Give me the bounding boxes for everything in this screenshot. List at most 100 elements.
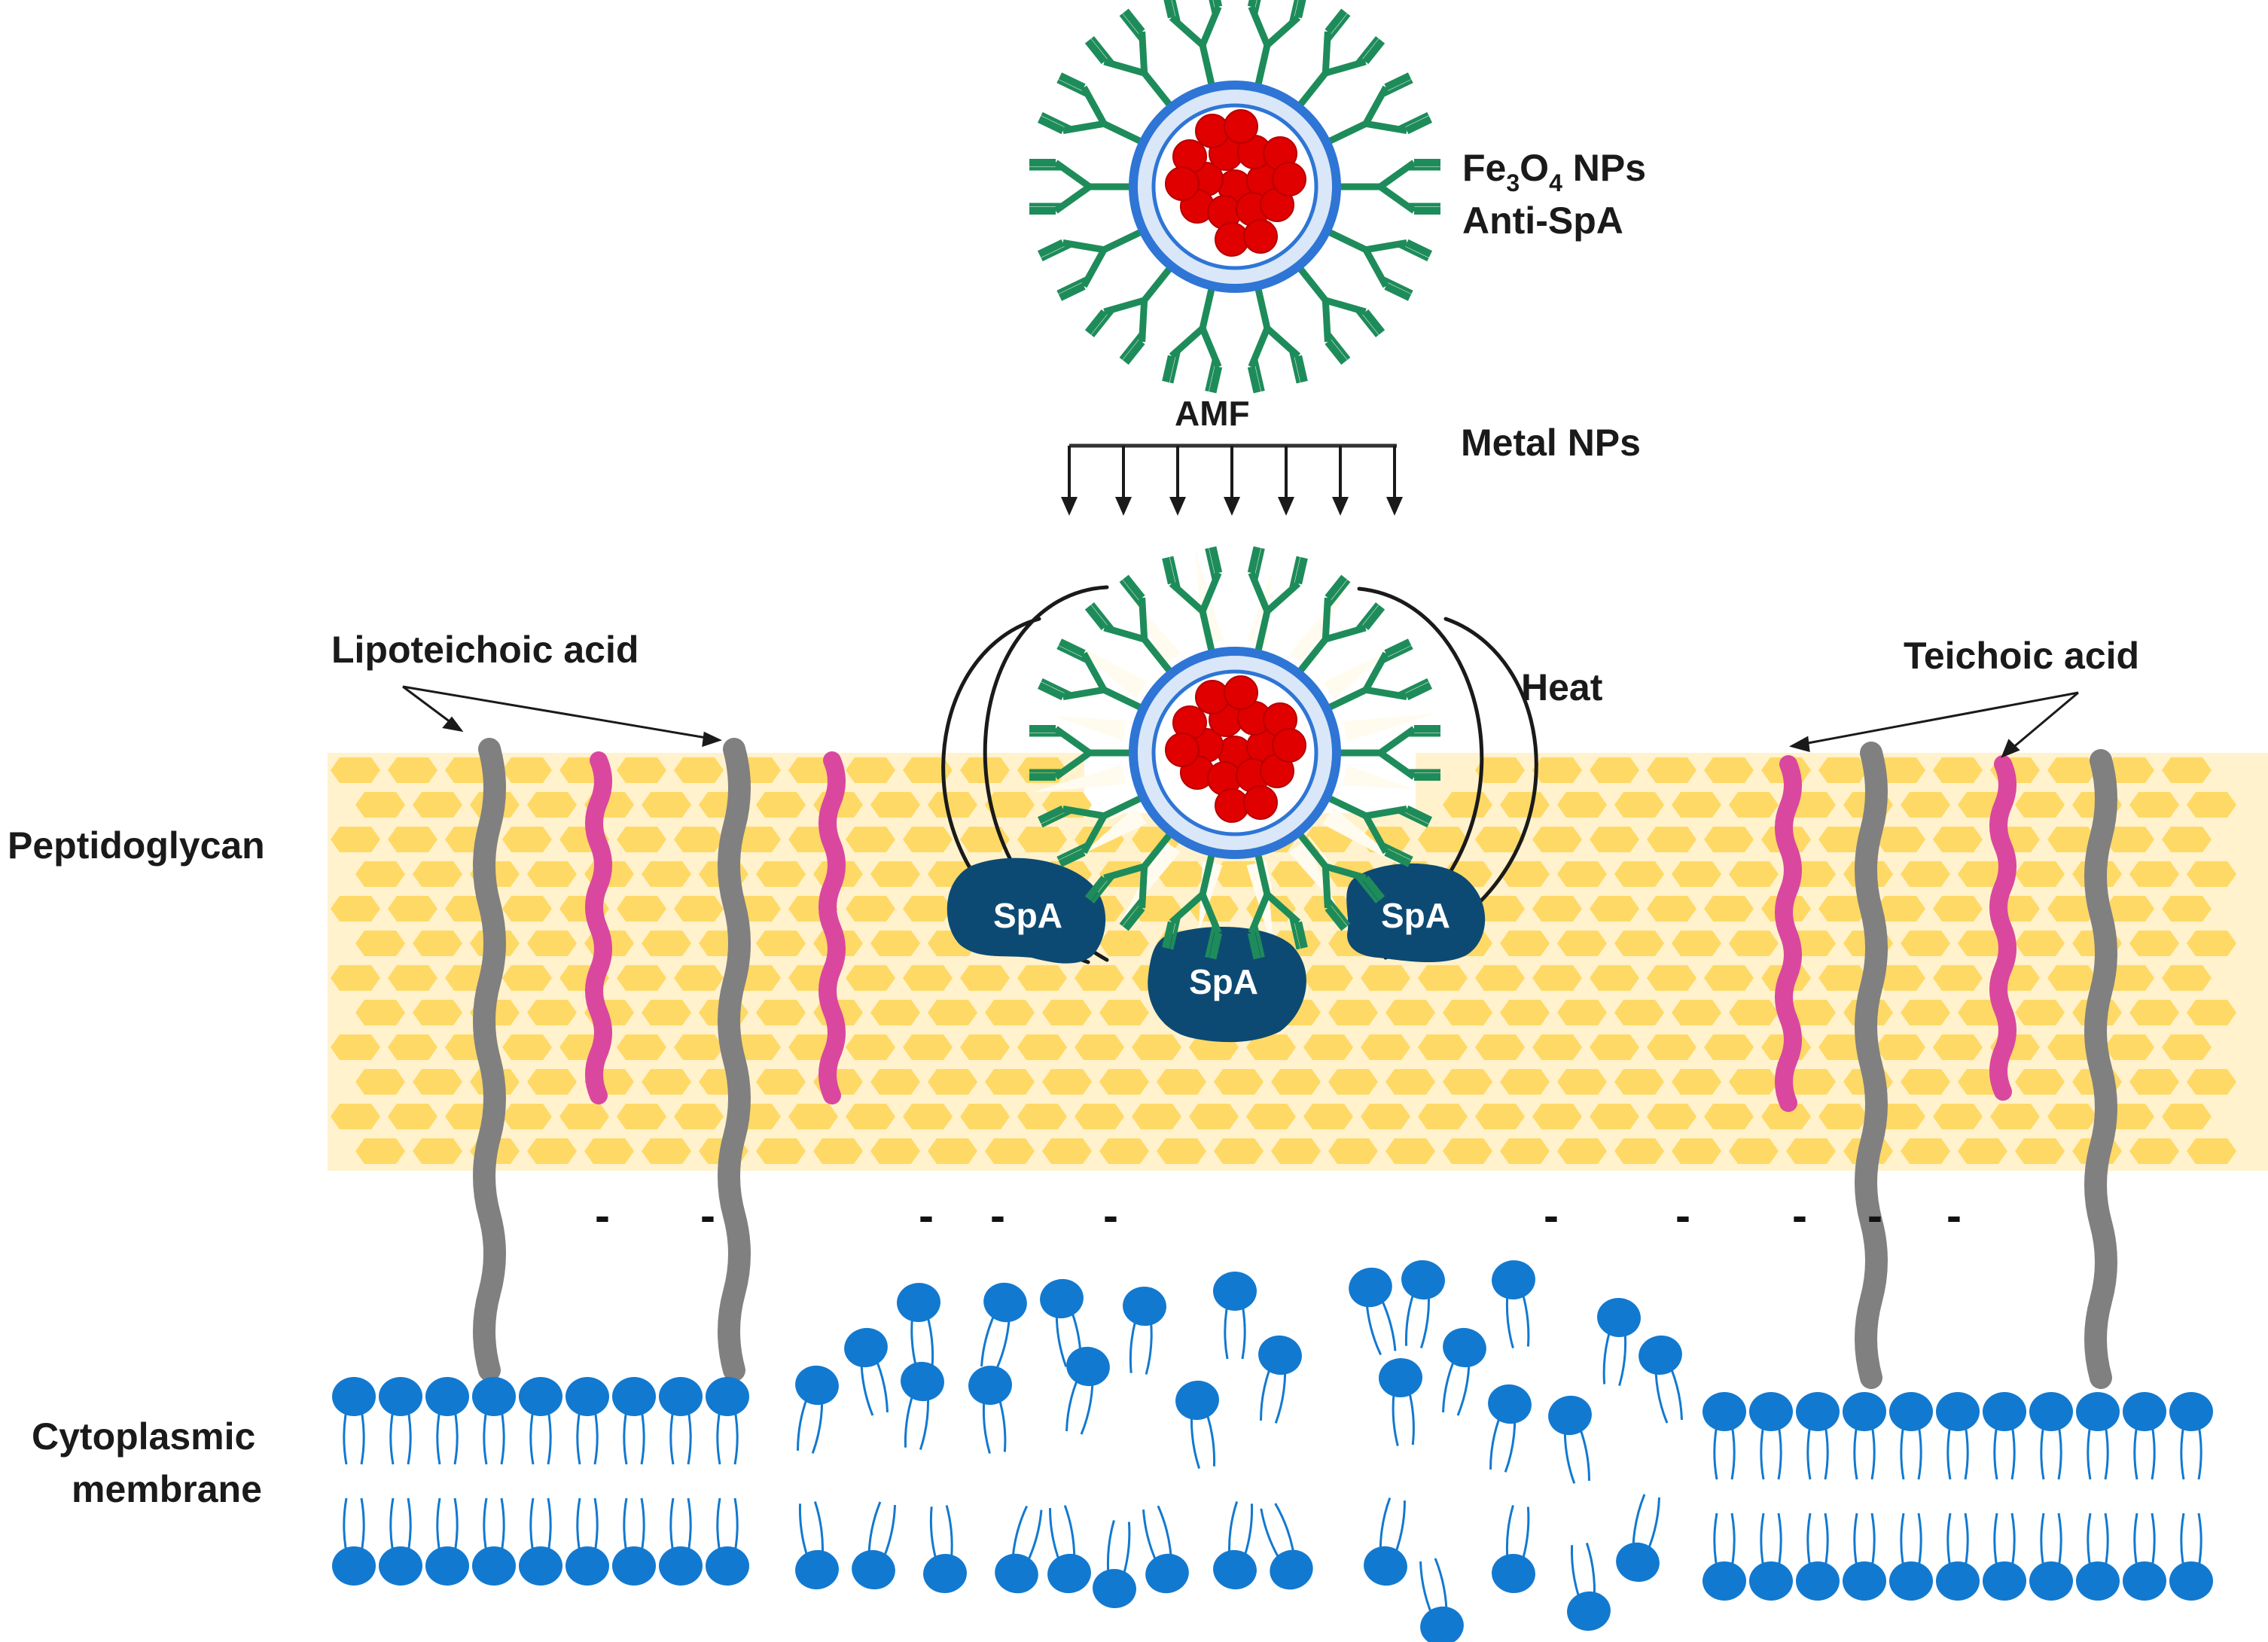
antibody-fab — [1362, 38, 1385, 64]
heat-burst-ray — [1053, 716, 1127, 741]
peptidoglycan-unit — [1590, 1034, 1639, 1060]
arrow-down-icon — [1386, 497, 1403, 516]
peptidoglycan-unit — [674, 827, 724, 852]
peptidoglycan-unit — [642, 861, 691, 887]
peptidoglycan-unit — [1385, 1069, 1435, 1095]
peptidoglycan-unit — [1958, 931, 2007, 956]
peptidoglycan-unit — [1475, 827, 1525, 852]
fe3o4-core-particle — [1195, 680, 1230, 714]
negative-charge-label: - — [1675, 1190, 1690, 1241]
lipid-head — [1258, 1335, 1302, 1375]
peptidoglycan-unit — [1818, 757, 1868, 783]
lipoteichoic-acid-strand — [1855, 742, 1888, 1389]
antibody-fab — [1058, 638, 1086, 657]
phospholipid-icon — [1567, 1543, 1611, 1631]
antibody-hinge — [1142, 644, 1163, 670]
antibody-fab — [1362, 876, 1385, 901]
phospholipid-icon — [659, 1377, 703, 1465]
antibody-fab — [1122, 339, 1145, 365]
antibody-arm — [1378, 160, 1416, 190]
peptidoglycan-unit — [2105, 757, 2154, 783]
antibody-fab — [1162, 556, 1175, 585]
antibody-fab-light — [1056, 79, 1093, 99]
antibody-arm — [1248, 893, 1271, 934]
lipid-head — [2123, 1561, 2166, 1601]
phospholipid-icon — [1597, 1297, 1641, 1386]
lipid-head — [2029, 1392, 2073, 1431]
antibody-hinge — [1197, 50, 1206, 80]
peptidoglycan-unit — [1704, 827, 1754, 852]
antibody-stem — [1254, 44, 1271, 87]
antibody-arm — [1169, 891, 1206, 925]
peptidoglycan-unit — [1933, 1034, 1983, 1060]
peptidoglycan-unit — [1818, 896, 1868, 922]
peptidoglycan-unit — [527, 1000, 577, 1025]
peptidoglycan-unit — [1704, 896, 1754, 922]
antibody-hinge — [1307, 836, 1328, 861]
lipid-head — [1889, 1392, 1933, 1431]
antibody-fab-light — [1377, 274, 1413, 294]
lipid-head — [901, 1361, 944, 1402]
antibody-y-icon — [1029, 725, 1131, 781]
antibody-arm — [1378, 726, 1416, 756]
peptidoglycan-unit — [388, 1104, 437, 1129]
peptidoglycan-unit — [527, 931, 577, 956]
peptidoglycan-unit — [788, 1104, 838, 1129]
peptidoglycan-unit — [388, 1034, 437, 1060]
antibody-y-icon — [1162, 287, 1223, 394]
antibody-arm — [1081, 85, 1108, 126]
peptidoglycan-unit — [527, 1069, 577, 1095]
antibody-fab-light — [1091, 305, 1118, 338]
arrow-head — [442, 716, 464, 733]
antibody-arm — [1053, 160, 1092, 190]
antibody-fab — [1325, 905, 1348, 931]
lipoteichoic-acid-strand — [2084, 749, 2117, 1389]
antibody-arm — [1365, 239, 1408, 254]
negative-charge-label: - — [1544, 1190, 1559, 1241]
peptidoglycan-unit — [756, 1069, 806, 1095]
peptidoglycan-unit — [870, 861, 920, 887]
phospholipid-icon — [2076, 1392, 2120, 1480]
peptidoglycan-unit — [1418, 965, 1468, 991]
antibody-fab-light — [1169, 346, 1182, 384]
antibody-stem — [1102, 228, 1143, 253]
peptidoglycan-unit — [1157, 861, 1206, 887]
text-labels: Fe3O4 NPs Anti-SpA AMF Metal NPs Lipotei… — [8, 147, 2139, 1510]
peptidoglycan-unit — [1075, 1034, 1124, 1060]
antibody-arm — [1248, 5, 1271, 47]
peptidoglycan-unit — [413, 931, 462, 956]
antibody-fab — [1362, 309, 1385, 335]
phospholipid-icon — [1703, 1392, 1746, 1480]
peptidoglycan-unit — [1099, 1000, 1149, 1025]
antibody-arm — [1103, 624, 1145, 643]
antibody-y-icon — [1339, 725, 1440, 781]
peptidoglycan-unit — [756, 792, 806, 818]
antibody-y-icon — [1327, 794, 1433, 867]
peptidoglycan-unit — [2015, 792, 2065, 818]
antibody-y-icon — [1162, 0, 1223, 87]
lipid-head — [1639, 1335, 1682, 1375]
antibody-arm — [1325, 297, 1367, 315]
lipid-head — [1270, 1549, 1313, 1590]
phospholipid-icon — [2123, 1392, 2166, 1480]
peptidoglycan-unit — [617, 1104, 666, 1129]
phospholipid-icon — [1065, 1346, 1110, 1435]
antibody-hinge — [1332, 120, 1361, 135]
peptidoglycan-unit — [1557, 931, 1607, 956]
antibody-arm — [1169, 14, 1206, 48]
lipid-head — [2076, 1561, 2120, 1601]
antibody-arm — [1199, 5, 1222, 47]
peptidoglycan-unit — [960, 965, 1010, 991]
antibody-y-icon — [1297, 574, 1385, 674]
antibody-y-icon — [1339, 159, 1440, 215]
antibody-stem — [1327, 794, 1367, 819]
antibody-stem — [1199, 44, 1215, 87]
antibody-y-icon — [1084, 832, 1173, 931]
antibody-arm — [1365, 805, 1408, 820]
antibody-fab-light — [1041, 678, 1077, 699]
antibody-arm — [1103, 58, 1145, 77]
fe3o4-core-particle — [1195, 114, 1230, 148]
peptidoglycan-unit — [2129, 1069, 2179, 1095]
phospholipid-icon — [1889, 1392, 1933, 1480]
